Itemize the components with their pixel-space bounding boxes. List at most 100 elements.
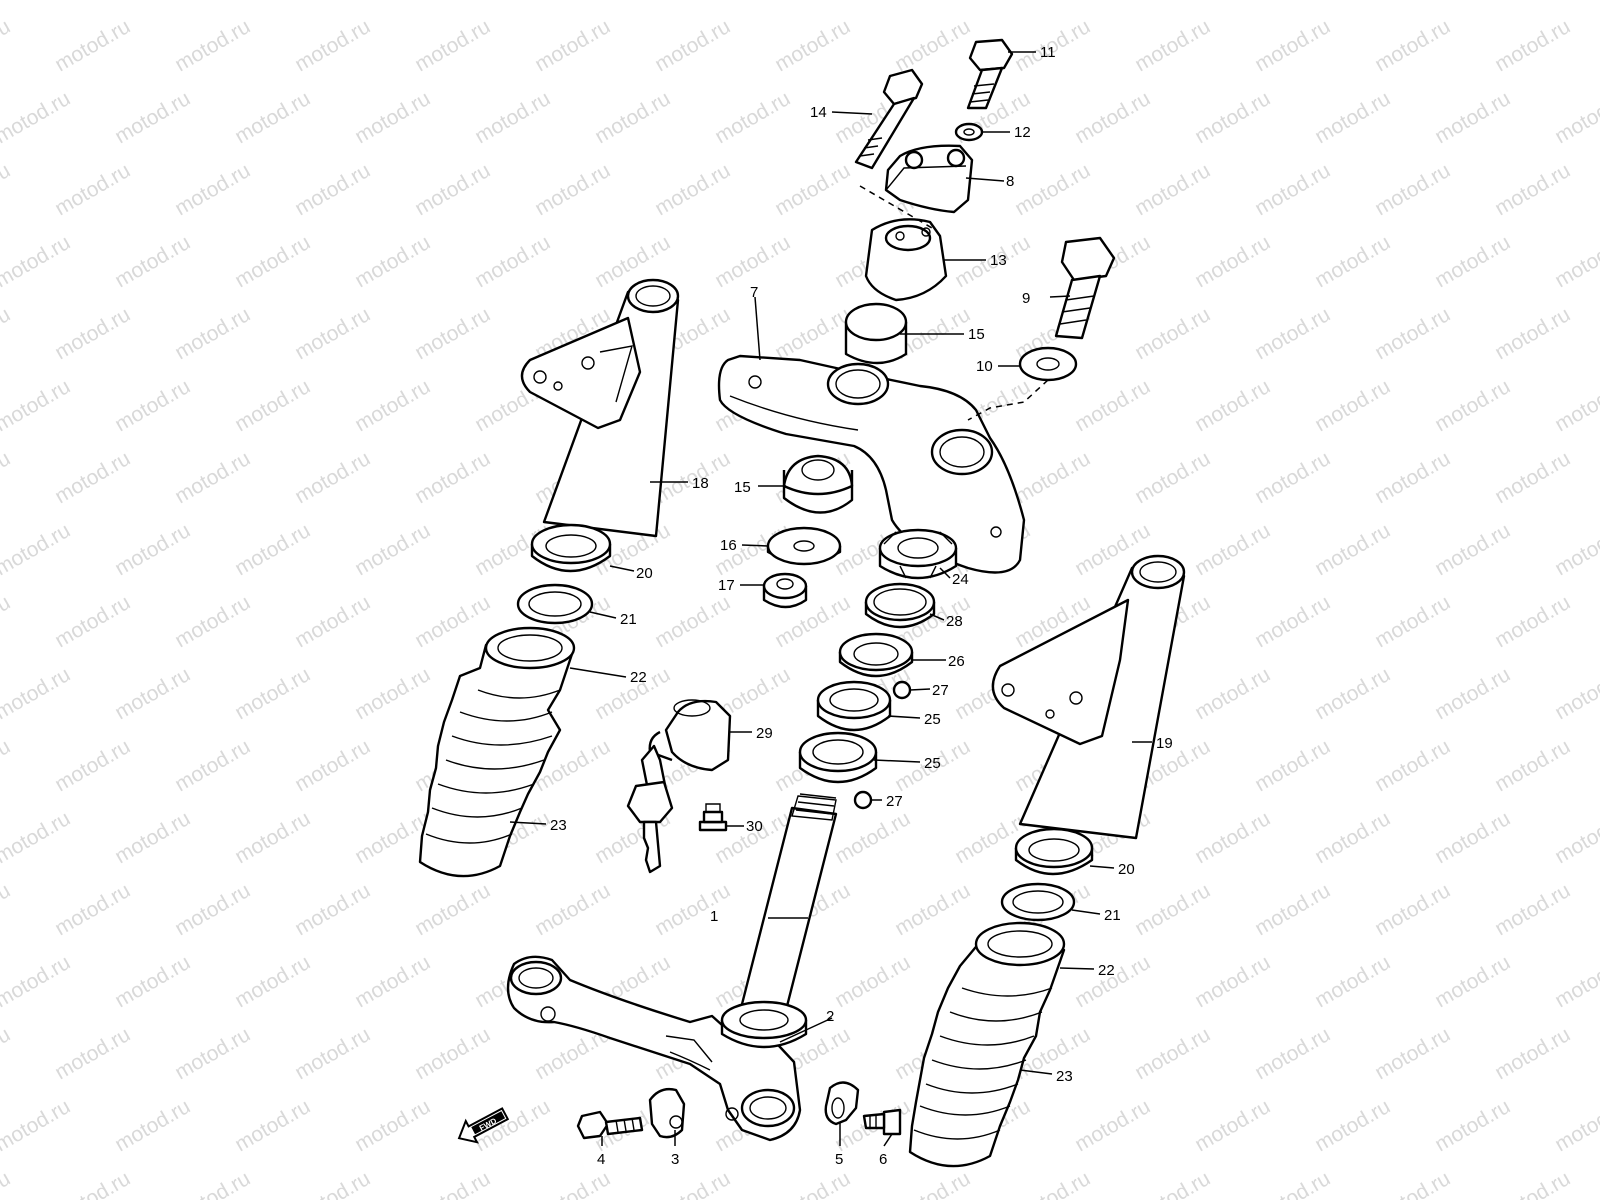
watermark-text: motod.ru <box>891 1167 974 1200</box>
watermark-text: motod.ru <box>111 951 194 1012</box>
washer-10 <box>1018 346 1078 382</box>
watermark-text: motod.ru <box>0 807 74 868</box>
callout-label: 15 <box>968 326 985 343</box>
watermark-text: motod.ru <box>711 0 794 4</box>
callout-label: 11 <box>1040 44 1056 61</box>
watermark-text: motod.ru <box>0 879 14 940</box>
watermark-text: motod.ru <box>231 663 314 724</box>
bolt-11 <box>966 38 1014 110</box>
watermark-text: motod.ru <box>0 159 14 220</box>
watermark-text: motod.ru <box>1191 519 1274 580</box>
watermark-text: motod.ru <box>351 87 434 148</box>
watermark-text: motod.ru <box>291 879 374 940</box>
callout-label: 20 <box>636 565 653 582</box>
watermark-text: motod.ru <box>1311 1095 1394 1156</box>
watermark-text: motod.ru <box>231 0 314 4</box>
watermark-text: motod.ru <box>0 951 74 1012</box>
watermark-text: motod.ru <box>1431 0 1514 4</box>
watermark-text: motod.ru <box>0 519 74 580</box>
watermark-text: motod.ru <box>1371 447 1454 508</box>
watermark-text: motod.ru <box>0 87 74 148</box>
watermark-text: motod.ru <box>1131 15 1214 76</box>
watermark-text: motod.ru <box>1131 159 1214 220</box>
watermark-text: motod.ru <box>711 87 794 148</box>
watermark-text: motod.ru <box>1311 807 1394 868</box>
watermark-text: motod.ru <box>1551 519 1600 580</box>
watermark-text: motod.ru <box>231 375 314 436</box>
watermark-text: motod.ru <box>1131 447 1214 508</box>
watermark-text: motod.ru <box>1071 0 1154 4</box>
watermark-text: motod.ru <box>111 807 194 868</box>
watermark-text: motod.ru <box>1191 0 1274 4</box>
nut-17 <box>762 572 808 609</box>
handlebar-holder-upper <box>884 144 974 214</box>
watermark-text: motod.ru <box>1191 375 1274 436</box>
watermark-text: motod.ru <box>1551 0 1600 4</box>
watermark-text: motod.ru <box>231 1095 314 1156</box>
callout-label: 23 <box>1056 1068 1073 1085</box>
watermark-text: motod.ru <box>291 159 374 220</box>
callout-label: 13 <box>990 252 1007 269</box>
callout-label: 21 <box>1104 907 1121 924</box>
race-25-upper <box>816 680 892 732</box>
race-25-lower <box>798 731 878 784</box>
watermark-text: motod.ru <box>1491 591 1574 652</box>
watermark-text: motod.ru <box>1011 1167 1094 1200</box>
watermark-text: motod.ru <box>51 1167 134 1200</box>
watermark-text: motod.ru <box>231 231 314 292</box>
watermark-text: motod.ru <box>1431 375 1514 436</box>
watermark-text: motod.ru <box>771 303 854 364</box>
watermark-text: motod.ru <box>1491 735 1574 796</box>
watermark-text: motod.ru <box>0 15 14 76</box>
watermark-text: motod.ru <box>0 735 14 796</box>
watermark-text: motod.ru <box>171 1167 254 1200</box>
watermark-text: motod.ru <box>1371 1023 1454 1084</box>
callout-label: 25 <box>924 711 941 728</box>
watermark-text: motod.ru <box>351 375 434 436</box>
watermark-text: motod.ru <box>1551 1095 1600 1156</box>
stopper-5 <box>824 1081 860 1126</box>
watermark-text: motod.ru <box>51 159 134 220</box>
watermark-text: motod.ru <box>171 303 254 364</box>
callout-label: 16 <box>720 537 737 554</box>
watermark-text: motod.ru <box>411 1023 494 1084</box>
watermark-text: motod.ru <box>1431 519 1514 580</box>
callout-label: 30 <box>746 818 763 835</box>
watermark-text: motod.ru <box>1311 663 1394 724</box>
callout-label: 28 <box>946 613 963 630</box>
watermark-text: motod.ru <box>1071 87 1154 148</box>
upper-bracket <box>717 354 1026 574</box>
watermark-text: motod.ru <box>1251 1167 1334 1200</box>
ring-right-upper <box>1000 882 1076 922</box>
watermark-text: motod.ru <box>471 87 554 148</box>
watermark-text: motod.ru <box>1011 159 1094 220</box>
callout-label: 4 <box>597 1151 605 1168</box>
watermark-text: motod.ru <box>1071 1095 1154 1156</box>
watermark-text: motod.ru <box>411 447 494 508</box>
watermark-text: motod.ru <box>1491 15 1574 76</box>
watermark-text: motod.ru <box>1431 807 1514 868</box>
callout-labels: 1 2 3 4 5 6 7 8 9 10 11 12 13 14 15 15 1… <box>550 44 1173 1168</box>
watermark-text: motod.ru <box>1371 159 1454 220</box>
watermark-text: motod.ru <box>171 1023 254 1084</box>
callout-label: 14 <box>810 104 827 121</box>
watermark-text: motod.ru <box>1311 519 1394 580</box>
watermark-text: motod.ru <box>171 591 254 652</box>
watermark-text: motod.ru <box>1491 1023 1574 1084</box>
watermark-text: motod.ru <box>1071 951 1154 1012</box>
watermark-text: motod.ru <box>1251 879 1334 940</box>
handlebar-holder-lower <box>864 218 948 302</box>
watermark-text: motod.ru <box>351 0 434 4</box>
watermark-text: motod.ru <box>111 375 194 436</box>
race-26 <box>838 632 914 678</box>
watermark-text: motod.ru <box>1551 807 1600 868</box>
watermark-text: motod.ru <box>1551 951 1600 1012</box>
seal-right-upper <box>1014 827 1094 876</box>
watermark-text: motod.ru <box>1311 231 1394 292</box>
leader-lines <box>509 51 1152 1147</box>
watermark-text: motod.ru <box>831 807 914 868</box>
screw-30 <box>698 803 728 832</box>
watermark-text: motod.ru <box>291 1167 374 1200</box>
watermark-text: motod.ru <box>291 447 374 508</box>
watermark-text: motod.ru <box>111 87 194 148</box>
